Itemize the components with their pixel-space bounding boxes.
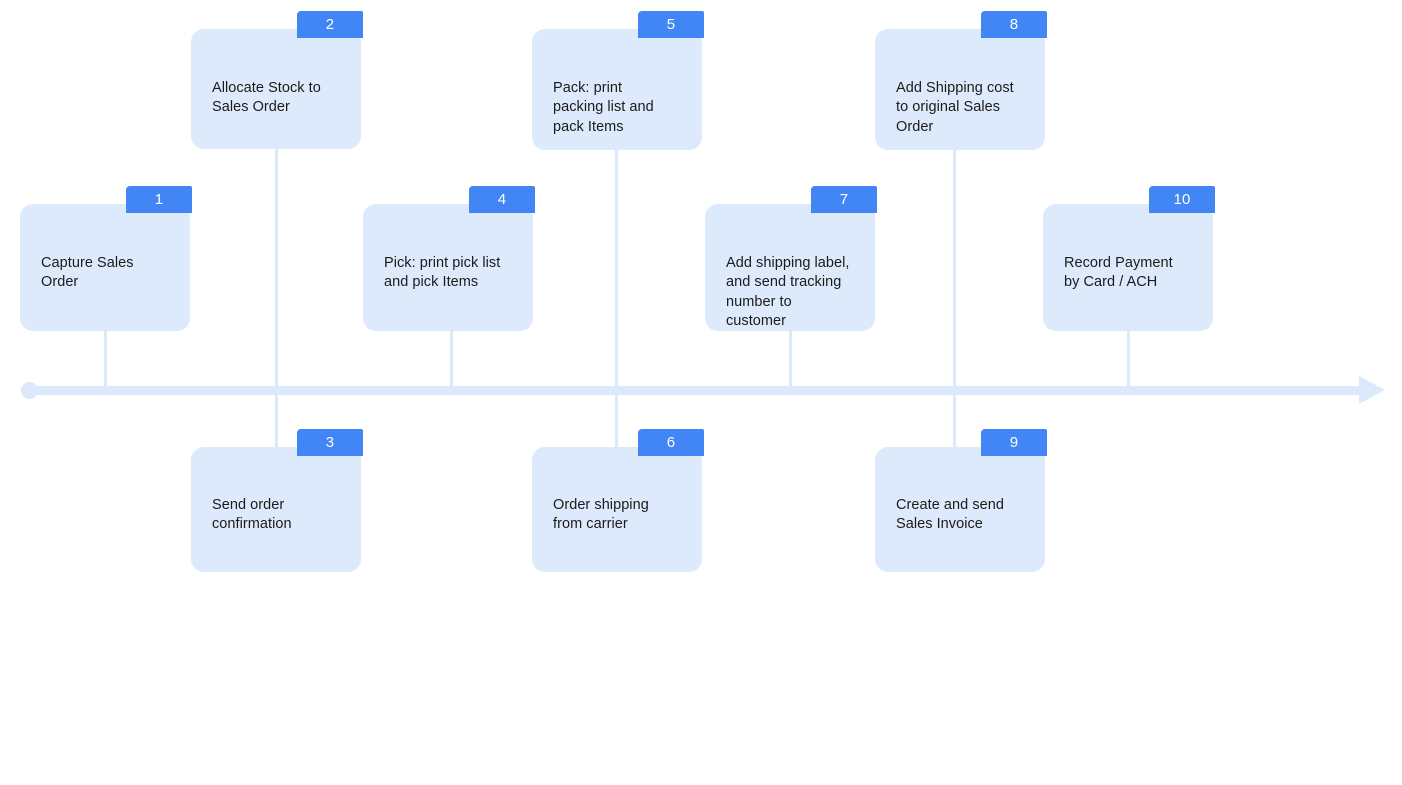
step-number-badge: 2 (297, 11, 363, 38)
step-card-label: Pick: print pick list and pick Items (384, 255, 501, 291)
step-connector (275, 390, 278, 448)
step-number-badge: 9 (981, 429, 1047, 456)
step-card-label: Order shipping from carrier (553, 497, 649, 533)
timeline-arrow-icon (1359, 376, 1385, 404)
step-number-badge: 1 (126, 186, 192, 213)
step-connector (275, 149, 278, 391)
timeline-axis-line (29, 386, 1359, 395)
step-number-badge: 7 (811, 186, 877, 213)
step-number-badge: 10 (1149, 186, 1215, 213)
step-card-label: Capture Sales Order (41, 255, 134, 291)
step-card-label: Record Payment by Card / ACH (1064, 255, 1173, 291)
step-number-badge: 6 (638, 429, 704, 456)
step-card-label: Send order confirmation (212, 497, 292, 533)
step-connector (615, 150, 618, 391)
step-number-badge: 3 (297, 429, 363, 456)
step-card-label: Create and send Sales Invoice (896, 497, 1004, 533)
step-connector (1127, 331, 1130, 391)
step-number-badge: 4 (469, 186, 535, 213)
step-connector (789, 331, 792, 391)
step-connector (104, 331, 107, 391)
step-number-badge: 5 (638, 11, 704, 38)
step-card-label: Allocate Stock to Sales Order (212, 80, 321, 116)
step-connector (450, 331, 453, 391)
step-number-badge: 8 (981, 11, 1047, 38)
step-connector (953, 390, 956, 448)
step-card-label: Add Shipping cost to original Sales Orde… (896, 80, 1014, 135)
step-card-label: Pack: print packing list and pack Items (553, 80, 654, 135)
step-card-label: Add shipping label, and send tracking nu… (726, 255, 850, 330)
step-connector (615, 390, 618, 448)
step-connector (953, 150, 956, 391)
